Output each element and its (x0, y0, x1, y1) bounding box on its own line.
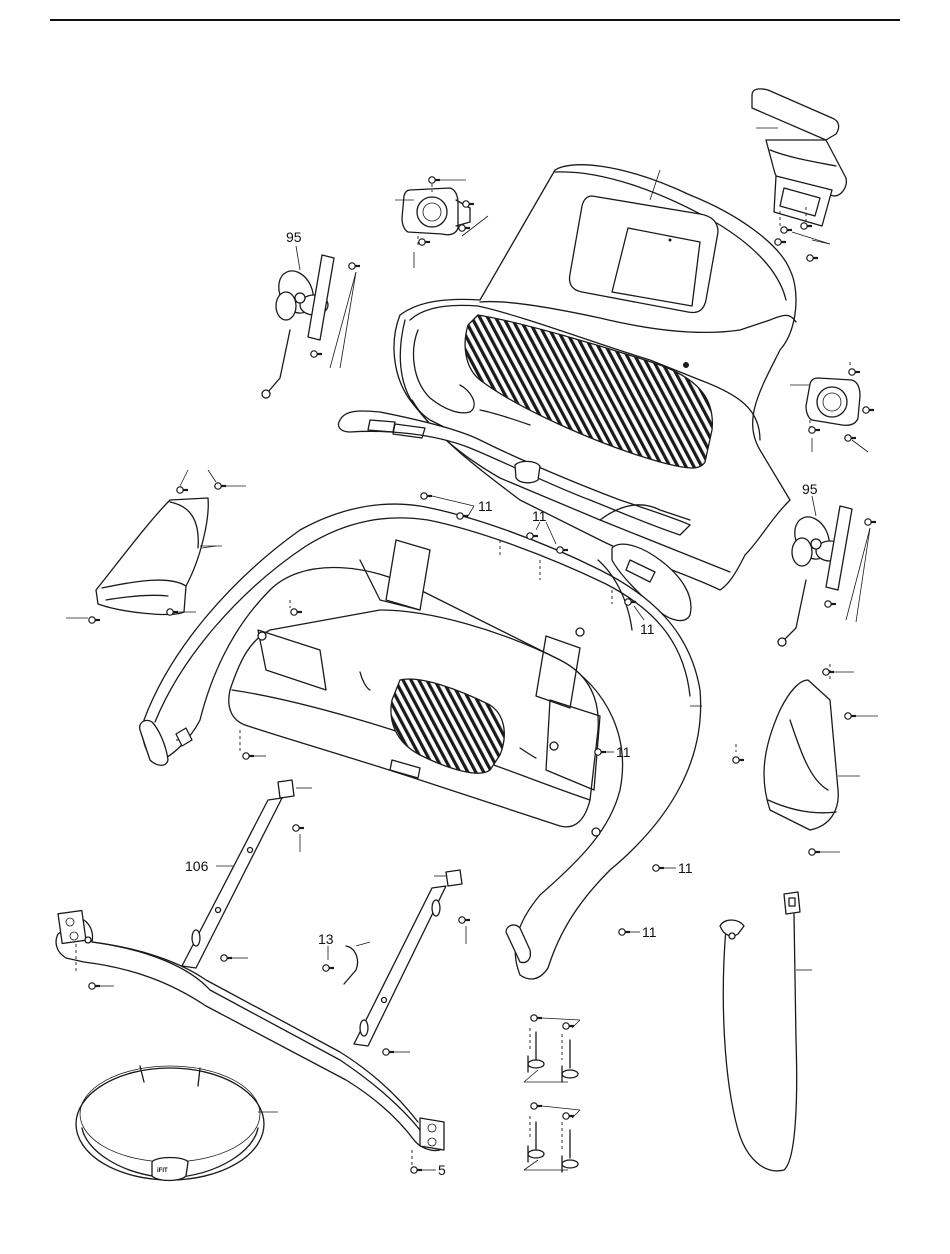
callout-screw-right-c: 11 (642, 924, 657, 940)
console-key-slot (515, 461, 540, 482)
chest-strap: iFIT (76, 1066, 278, 1181)
bolt-kit-upper (524, 1015, 580, 1082)
fan-left: 95 (262, 229, 360, 398)
display-screen (612, 228, 700, 306)
callout-screw-upper-b: 11 (532, 508, 547, 524)
speaker-left (395, 177, 488, 268)
bolt-kit-lower (524, 1103, 580, 1172)
callout-fan-right: 95 (802, 481, 818, 497)
callout-upright-leg: 106 (185, 858, 209, 874)
wire-harness-13: 13 (318, 931, 370, 984)
left-storage-bin (66, 470, 246, 623)
safety-key-tether (720, 892, 812, 1171)
callout-fan-left: 95 (286, 229, 302, 245)
callout-wire-13: 13 (318, 931, 334, 947)
speaker-right (790, 362, 874, 452)
callout-screw-right-a: 11 (616, 744, 631, 760)
fan-right: 95 (778, 481, 876, 646)
callout-base-screw: 5 (438, 1162, 446, 1178)
callout-screw-upper-a: 11 (478, 498, 493, 514)
right-storage-bin (733, 664, 878, 855)
callout-screw-right-b: 11 (678, 860, 693, 876)
callout-screw-mid-right: 11 (640, 621, 655, 637)
chest-strap-badge: iFIT (157, 1168, 168, 1174)
tablet-holder (752, 89, 846, 261)
